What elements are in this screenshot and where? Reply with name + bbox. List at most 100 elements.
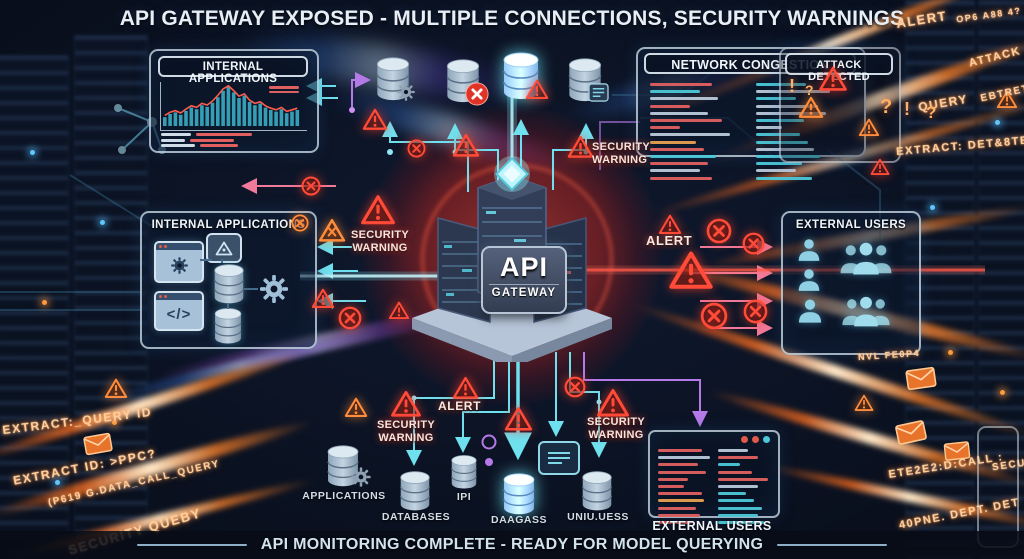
db-gear-node bbox=[374, 56, 414, 104]
footer-line-right bbox=[777, 544, 888, 546]
x-circle-badge-icon bbox=[465, 82, 489, 106]
warning-triangle-icon bbox=[390, 390, 422, 418]
internal-gear-icon bbox=[258, 273, 290, 305]
footer-band: API MONITORING COMPLETE - READY FOR MODE… bbox=[0, 531, 1024, 559]
gear-badge-icon bbox=[396, 82, 416, 102]
x-circle-icon bbox=[700, 302, 728, 330]
warning-triangle-icon bbox=[360, 194, 396, 226]
warning-triangle-icon bbox=[388, 301, 410, 320]
external-users-title: EXTERNAL USERS bbox=[795, 219, 907, 231]
question-glyph: ? bbox=[805, 82, 814, 98]
alert-label: ALERT bbox=[646, 233, 693, 248]
terminal-dot-red bbox=[741, 436, 748, 443]
attack-warning-triangle-icon bbox=[818, 66, 848, 92]
db-list-node bbox=[566, 57, 606, 105]
warning-triangle-icon bbox=[668, 250, 714, 291]
warning-triangle-icon bbox=[452, 133, 480, 158]
x-circle-icon bbox=[291, 214, 309, 232]
warning-triangle-icon bbox=[344, 397, 368, 418]
page-title: API GATEWAY EXPOSED - MULTIPLE CONNECTIO… bbox=[119, 7, 905, 30]
internal-applications-flow-title: INTERNAL APPLICATIONS bbox=[151, 219, 306, 231]
chart-caption-rows bbox=[161, 131, 307, 150]
warning-triangle-icon bbox=[567, 135, 594, 159]
api-gateway-label-top: API bbox=[499, 252, 548, 282]
x-circle-icon bbox=[338, 306, 362, 330]
terminal-code-left bbox=[658, 447, 712, 526]
terminal-dot-teal bbox=[763, 436, 770, 443]
internal-database-icon-2 bbox=[212, 307, 244, 345]
footer-line-left bbox=[136, 544, 247, 546]
uniuuess-icon bbox=[578, 470, 616, 512]
x-circle-icon bbox=[301, 176, 321, 196]
internal-applications-chart-title: INTERNAL APPLICATIONS bbox=[158, 56, 308, 85]
triangle-app-icon bbox=[206, 233, 242, 263]
warning-triangle-icon bbox=[870, 158, 890, 176]
daagass-label: DAAGASS bbox=[490, 514, 547, 526]
user-icon bbox=[796, 297, 824, 325]
question-glyph: ? bbox=[926, 103, 937, 122]
warning-triangle-icon bbox=[362, 108, 388, 131]
ipi-icon bbox=[449, 454, 479, 490]
app-window-gear-icon bbox=[154, 241, 204, 283]
ipi-label: IPI bbox=[456, 491, 472, 503]
left-tower bbox=[437, 217, 491, 323]
attack-warning-triangle-icon bbox=[858, 118, 880, 137]
warning-triangle-icon bbox=[658, 214, 682, 235]
alert-label: ALERT bbox=[438, 399, 481, 413]
envelope-icon bbox=[943, 441, 971, 462]
terminal-code-right bbox=[718, 447, 772, 526]
attack-detected-title: ATTACK DETECTED bbox=[785, 53, 893, 83]
databases-icon bbox=[397, 470, 433, 512]
gateway-crystal bbox=[495, 157, 529, 191]
warning-triangle-icon bbox=[452, 376, 479, 400]
api-gateway-label: API GATEWAY bbox=[481, 246, 567, 314]
purple-traces bbox=[351, 72, 708, 466]
warning-triangle-icon bbox=[596, 388, 630, 418]
x-circle-icon bbox=[564, 376, 586, 398]
db-warning-node bbox=[500, 51, 544, 101]
question-glyph: ? bbox=[880, 96, 893, 118]
x-circle-icon bbox=[407, 139, 426, 158]
x-circle-icon bbox=[742, 232, 765, 255]
external-terminal-label: EXTERNAL USERS bbox=[652, 519, 772, 533]
code-column-left bbox=[650, 81, 746, 182]
warning-triangle-icon bbox=[854, 394, 874, 412]
list-badge-icon bbox=[588, 83, 609, 102]
user-group-icon bbox=[840, 294, 892, 328]
external-users-terminal bbox=[648, 430, 780, 524]
internal-database-icon-1 bbox=[212, 263, 246, 305]
x-circle-icon bbox=[706, 218, 732, 244]
api-gateway-label-bottom: GATEWAY bbox=[489, 284, 559, 299]
gear-badge-icon bbox=[350, 466, 372, 488]
security-warning-label: SECURITY WARNING bbox=[586, 416, 646, 441]
uniuuess-label: UNIU.UESS bbox=[567, 511, 629, 523]
security-warning-label: SECURITY WARNING bbox=[376, 419, 436, 444]
databases-label: DATABASES bbox=[381, 511, 451, 523]
code-column-right bbox=[756, 81, 852, 182]
code-window-icon: </> bbox=[154, 291, 204, 331]
warning-triangle-badge-icon bbox=[525, 79, 549, 100]
security-warning-label: SECURITY WARNING bbox=[350, 229, 410, 254]
user-group-icon bbox=[838, 240, 894, 276]
terminal-dot-red bbox=[752, 436, 759, 443]
daagass-icon bbox=[500, 472, 538, 516]
chart-legend bbox=[269, 84, 299, 95]
attack-warning-triangle-icon bbox=[798, 96, 824, 119]
warning-triangle-icon bbox=[104, 378, 128, 399]
attack-detected-panel: ATTACK DETECTED bbox=[779, 47, 901, 163]
exclaim-glyph: ! bbox=[789, 76, 795, 96]
envelope-icon bbox=[905, 366, 938, 391]
user-icon bbox=[796, 237, 822, 263]
db-error-node bbox=[444, 58, 484, 106]
device-outline-decor bbox=[977, 426, 1019, 548]
x-circle-icon bbox=[743, 299, 768, 324]
internal-applications-chart-panel: INTERNAL APPLICATIONS bbox=[149, 49, 319, 153]
note-card-icon bbox=[538, 441, 580, 475]
mini-monitoring-chart bbox=[160, 82, 307, 131]
security-warning-label: SECURITY WARNING bbox=[592, 141, 650, 166]
exclaim-glyph: ! bbox=[904, 99, 910, 119]
user-icon bbox=[796, 267, 822, 293]
footer-text: API MONITORING COMPLETE - READY FOR MODE… bbox=[260, 536, 764, 553]
warning-triangle-icon bbox=[504, 406, 533, 432]
applications-label: APPLICATIONS bbox=[302, 490, 386, 502]
